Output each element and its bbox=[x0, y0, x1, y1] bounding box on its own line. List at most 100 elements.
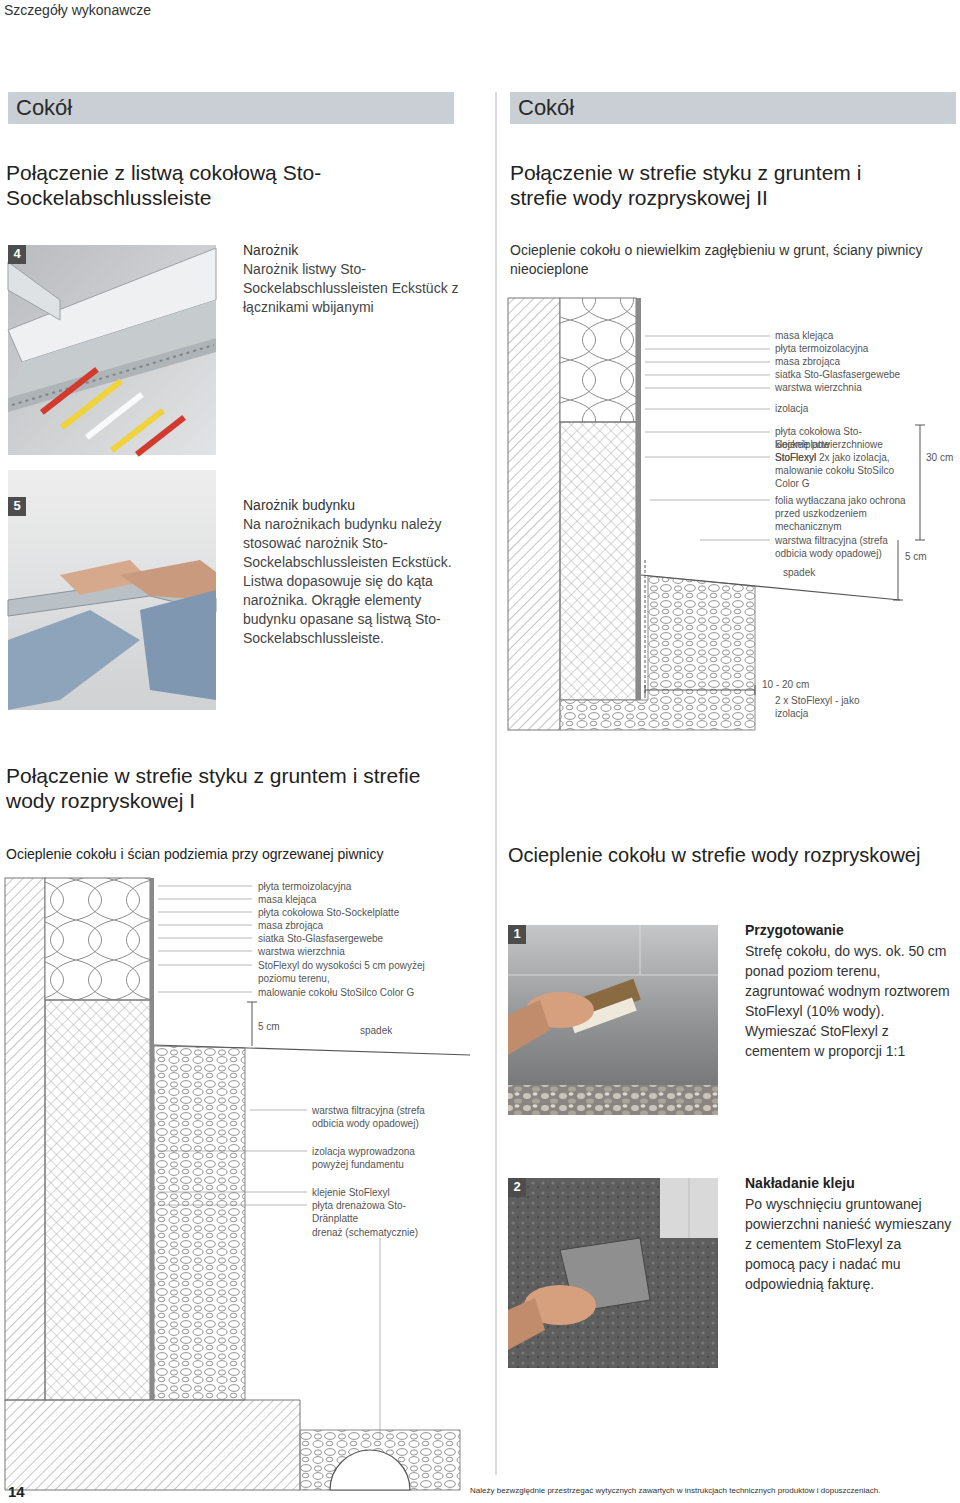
detail-drawing-ii-part bbox=[645, 685, 646, 695]
detail-drawing-ii-part bbox=[893, 600, 903, 601]
detail-drawing-ii-part bbox=[915, 425, 925, 426]
photo-priming-part bbox=[508, 975, 718, 976]
layer-label: malowanie cokołu StoSilco Color G bbox=[775, 464, 910, 490]
detail-drawing-i-part bbox=[158, 925, 252, 926]
photo-corner-profile-part bbox=[60, 379, 123, 430]
layer-label: siatka Sto-Glasfasergewebe bbox=[258, 932, 463, 945]
detail-drawing-ii-part bbox=[645, 457, 770, 458]
layer-label: 2 x StoFlexyl - jako izolacja bbox=[775, 694, 860, 720]
photo-adhesive-part bbox=[508, 1178, 718, 1368]
layer-label: siatka Sto-Glasfasergewebe bbox=[775, 368, 925, 381]
callout-box: 2 bbox=[508, 1178, 526, 1197]
detail-drawing-i-part bbox=[45, 878, 150, 1000]
callout-box: 1 bbox=[508, 925, 526, 944]
layer-label: warstwa wierzchnia bbox=[258, 945, 463, 958]
detail-drawing-ii-part bbox=[560, 576, 755, 730]
photo-building-corner bbox=[8, 470, 216, 710]
detail-drawing-i-part bbox=[45, 878, 150, 1000]
detail-drawing-i-part bbox=[154, 1046, 245, 1400]
detail-drawing-ii-part bbox=[645, 375, 770, 376]
layer-label: płyta cokołowa Sto-Sockelplatte bbox=[258, 906, 463, 919]
photo-adhesive-part bbox=[689, 1178, 690, 1238]
detail-drawing-i-part bbox=[247, 1002, 257, 1003]
detail-drawing-ii-part bbox=[560, 422, 636, 700]
layer-label: masa klejąca bbox=[258, 893, 463, 906]
photo-corner-profile-part bbox=[110, 408, 165, 453]
detail-drawing-ii-part bbox=[645, 690, 755, 691]
layer-label: warstwa filtracyjna (strefa odbicia wody… bbox=[775, 534, 893, 560]
section-band: Cokół bbox=[8, 92, 454, 124]
column-divider-part bbox=[496, 92, 497, 1475]
layer-label: masa zbrojąca bbox=[258, 919, 463, 932]
callout-box: 5 bbox=[8, 497, 26, 516]
detail-drawing-i-part bbox=[158, 951, 252, 952]
photo-corner-profile-part bbox=[8, 262, 60, 320]
layer-label: folia wytłaczana jako ochrona przed uszk… bbox=[775, 494, 910, 533]
layer-label: izolacja bbox=[775, 402, 905, 415]
callout-number: 1 bbox=[513, 927, 520, 942]
detail-drawing-ii-part bbox=[915, 540, 925, 541]
photo-building-corner-part bbox=[140, 590, 216, 700]
dimension-label: 5 cm bbox=[905, 550, 945, 563]
detail-drawing-i-part bbox=[158, 886, 252, 887]
detail-drawing-i bbox=[5, 878, 470, 1490]
detail-drawing-ii-part bbox=[560, 298, 636, 422]
detail-drawing-ii-part bbox=[920, 425, 921, 540]
photo-priming-part bbox=[508, 1000, 550, 1055]
detail-drawing-i-part bbox=[150, 878, 154, 1400]
photo-priming-part bbox=[508, 1085, 718, 1115]
layer-label: StoFlexyl 2x jako izolacja, bbox=[775, 451, 910, 464]
dimension-label: 30 cm bbox=[926, 451, 958, 464]
caption-title: Narożnik budynku bbox=[243, 496, 458, 515]
detail-drawing-ii-part bbox=[700, 540, 770, 541]
detail-drawing-i-part bbox=[158, 899, 252, 900]
detail-drawing-i-part bbox=[5, 1400, 300, 1490]
detail-drawing-ii-part bbox=[645, 560, 646, 705]
layer-label: izolacja wyprowadzona powyżej fundamentu bbox=[312, 1145, 437, 1171]
layer-label: drenaż (schematycznie) bbox=[312, 1226, 442, 1239]
detail-drawing-i-part bbox=[5, 878, 45, 1400]
layer-label: warstwa filtracyjna (strefa odbicia wody… bbox=[312, 1104, 432, 1130]
photo-caption: Narożnik listwy Sto-Sockelabschlussleist… bbox=[243, 260, 468, 317]
detail-drawing-i-part bbox=[330, 1450, 410, 1490]
section-heading: Połączenie z listwą cokołową Sto-Sockela… bbox=[6, 160, 336, 210]
layer-label: płyta termoizolacyjna bbox=[258, 880, 463, 893]
section-heading: Połączenie w strefie styku z gruntem i s… bbox=[6, 763, 436, 813]
detail-drawing-ii-part bbox=[898, 540, 899, 600]
detail-drawing-i-part bbox=[158, 1151, 307, 1152]
detail-drawing-ii-part bbox=[560, 298, 636, 422]
detail-drawing-ii-part bbox=[755, 685, 756, 695]
section-heading: Połączenie w strefie styku z gruntem i s… bbox=[510, 160, 910, 210]
page-number: 14 bbox=[8, 1483, 42, 1501]
detail-drawing-ii bbox=[508, 298, 925, 730]
photo-adhesive bbox=[508, 1178, 718, 1368]
detail-drawing-i-part bbox=[158, 1192, 307, 1193]
step-title: Nakładanie kleju bbox=[745, 1174, 955, 1193]
photo-priming-part bbox=[640, 925, 641, 975]
band-title: Cokół bbox=[518, 95, 574, 120]
layer-label: warstwa wierzchnia bbox=[775, 381, 925, 394]
section-subheading: Ocieplenie cokołu i ścian podziemia przy… bbox=[6, 845, 466, 864]
step-title: Przygotowanie bbox=[745, 921, 955, 940]
footer-note: Należy bezwzględnie przestrzegać wytyczn… bbox=[470, 1486, 956, 1496]
detail-drawing-i-part bbox=[158, 992, 252, 993]
caption-title: Narożnik bbox=[243, 241, 468, 260]
layer-label: masa klejąca bbox=[775, 329, 925, 342]
step-text: Strefę cokołu, do wys. ok. 50 cm ponad p… bbox=[745, 941, 955, 1061]
column-divider bbox=[496, 92, 497, 1475]
band-title: Cokół bbox=[16, 95, 72, 120]
layer-label: malowanie cokołu StoSilco Color G bbox=[258, 986, 463, 999]
layer-label: klejenie StoFlexyl bbox=[312, 1186, 437, 1199]
detail-drawing-ii-part bbox=[645, 409, 770, 410]
slope-label: spadek bbox=[783, 566, 833, 579]
photo-building-corner-part bbox=[8, 610, 140, 710]
dimension-label: 10 - 20 cm bbox=[762, 678, 852, 691]
photo-priming bbox=[508, 925, 718, 1115]
photo-corner-profile bbox=[8, 245, 216, 457]
callout-box: 4 bbox=[8, 245, 26, 264]
detail-drawing-ii-part bbox=[645, 336, 770, 337]
detail-drawing-ii-part bbox=[650, 500, 770, 501]
photo-corner-profile-part bbox=[135, 415, 186, 457]
detail-drawing-ii-part bbox=[508, 298, 560, 730]
